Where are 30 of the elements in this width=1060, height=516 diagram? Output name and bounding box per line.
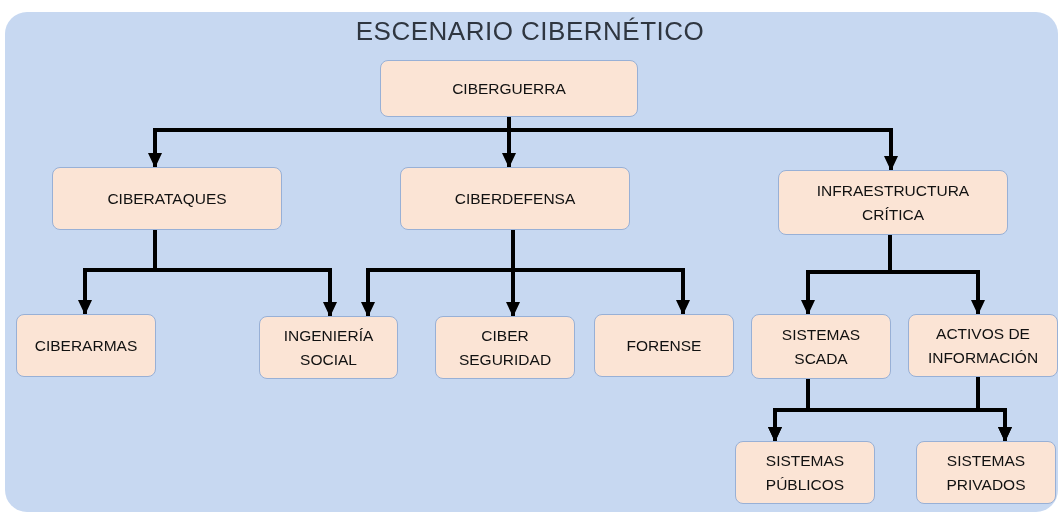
concept-box — [435, 316, 575, 379]
arrow — [511, 230, 690, 315]
concept-box — [259, 316, 398, 379]
box-label: CIBER SEGURIDAD — [457, 325, 553, 370]
arrow — [507, 117, 898, 171]
concept-box — [380, 60, 638, 117]
box-label: INGENIERÍA SOCIAL — [282, 325, 375, 370]
concept-box — [400, 167, 630, 230]
box-label: ACTIVOS DE INFORMACIÓN — [926, 323, 1040, 368]
box-label: CIBERATAQUES — [107, 188, 227, 209]
concept-box — [735, 441, 875, 504]
concept-box — [16, 314, 156, 377]
concept-box — [52, 167, 282, 230]
concept-box — [916, 441, 1056, 504]
box-label: CIBERARMAS — [34, 335, 138, 356]
diagram-title: ESCENARIO CIBERNÉTICO — [355, 16, 705, 47]
box-label: CIBERDEFENSA — [454, 188, 576, 209]
concept-box — [778, 170, 1008, 235]
box-label: INFRAESTRUCTURA CRÍTICA — [815, 180, 971, 225]
arrow — [976, 377, 1012, 442]
arrow — [888, 235, 985, 315]
arrow — [153, 230, 337, 317]
box-label: SISTEMAS SCADA — [780, 324, 862, 369]
concept-box — [908, 314, 1058, 377]
box-label: FORENSE — [626, 335, 702, 356]
concept-box — [594, 314, 734, 377]
box-label: SISTEMAS PRIVADOS — [945, 450, 1027, 495]
box-label: SISTEMAS PÚBLICOS — [764, 450, 846, 495]
box-label: CIBERGUERRA — [452, 78, 566, 99]
concept-box — [751, 314, 891, 379]
